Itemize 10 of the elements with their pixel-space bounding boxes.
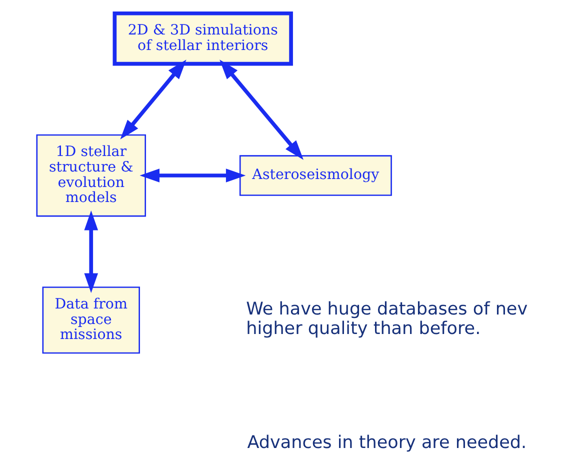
node-box: Asteroseismology [239, 154, 392, 196]
arrow [140, 168, 246, 182]
arrow [220, 59, 304, 160]
node-box: Data from space missions [42, 286, 140, 354]
node-box: 2D & 3D simulations of stellar interiors [112, 10, 293, 66]
label: We have huge databases of nev higher quality than before. [246, 298, 528, 339]
arrow [120, 59, 186, 139]
label: Advances in theory are needed. [247, 432, 527, 453]
node-box: 1D stellar structure & evolution models [36, 134, 146, 216]
arrow [84, 210, 98, 293]
